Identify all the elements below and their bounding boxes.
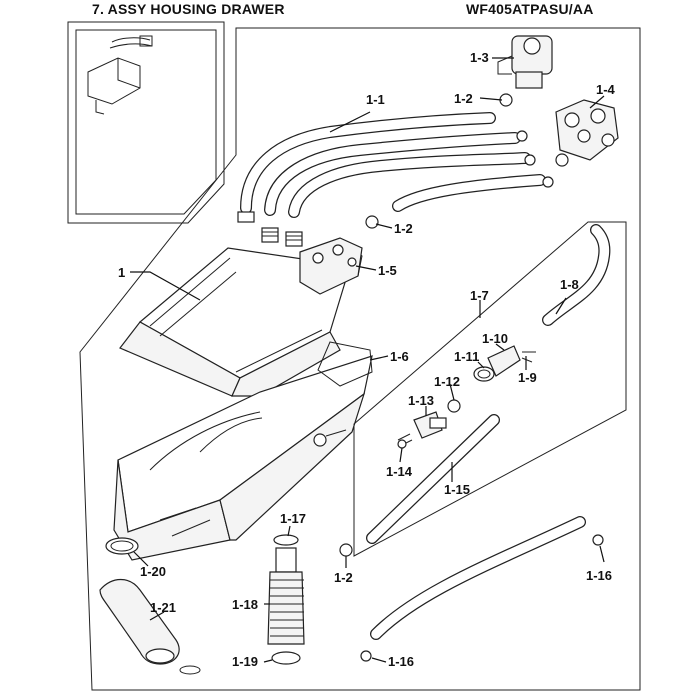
label-1-6: 1-6 (390, 349, 409, 364)
label-1-10: 1-10 (482, 331, 508, 346)
label-1-15: 1-15 (444, 482, 470, 497)
label-1-20: 1-20 (140, 564, 166, 579)
label-1-17: 1-17 (280, 511, 306, 526)
hose-1-21 (99, 578, 201, 675)
page-title: 7. ASSY HOUSING DRAWER (92, 1, 285, 17)
label-1-16-bottom: 1-16 (388, 654, 414, 669)
label-1-2-bottom: 1-2 (334, 570, 353, 585)
label-1-18: 1-18 (232, 597, 258, 612)
label-1-2-top: 1-2 (454, 91, 473, 106)
label-1-19: 1-19 (232, 654, 258, 669)
label-1-2-mid: 1-2 (394, 221, 413, 236)
callout-labels: 1 1-1 1-2 1-3 1-4 1-2 1-5 1-6 1-7 1-8 1-… (118, 50, 616, 669)
label-1-16-right: 1-16 (586, 568, 612, 583)
hose-1-8 (542, 224, 611, 326)
hose-1-16 (360, 516, 604, 662)
label-1-9: 1-9 (518, 370, 537, 385)
label-1-4: 1-4 (596, 82, 616, 97)
assembly-outline (79, 27, 641, 691)
clamp-1-20 (105, 537, 139, 555)
label-1-1: 1-1 (366, 92, 385, 107)
label-1-12: 1-12 (434, 374, 460, 389)
label-1-13: 1-13 (408, 393, 434, 408)
water-valve-1-3 (497, 35, 553, 107)
label-1-14: 1-14 (386, 464, 413, 479)
label-1-5: 1-5 (378, 263, 397, 278)
label-1-7: 1-7 (470, 288, 489, 303)
label-1: 1 (118, 265, 125, 280)
label-1-21: 1-21 (150, 600, 176, 615)
leader-lines (130, 57, 605, 663)
clip-1-2-top (365, 215, 379, 229)
inlet-fitting-parts (366, 345, 536, 544)
label-1-8: 1-8 (560, 277, 579, 292)
model-number: WF405ATPASU/AA (466, 1, 594, 17)
water-valve-1-4 (516, 99, 619, 188)
clip-1-2-bottom (339, 543, 353, 557)
label-1-11: 1-11 (454, 349, 479, 364)
cap-1-5 (299, 237, 363, 295)
bellows-assembly (267, 534, 305, 665)
inset-thumbnail (67, 21, 225, 224)
drawer-housing-cover (119, 245, 363, 397)
kit-1-7-box (353, 221, 627, 557)
housing-drawer-body (113, 341, 373, 561)
label-1-3: 1-3 (470, 50, 489, 65)
